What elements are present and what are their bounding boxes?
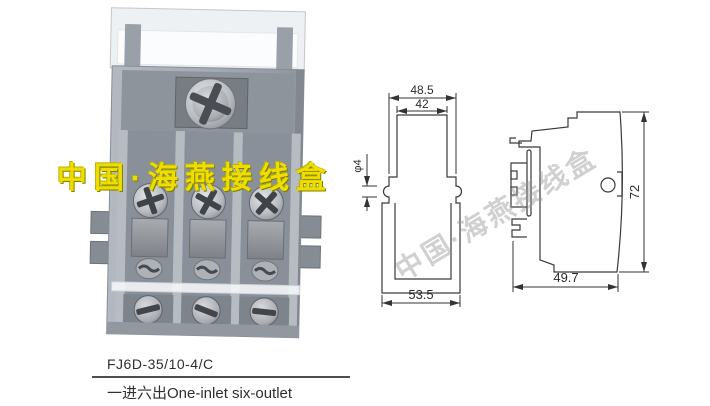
mounting-circle	[600, 177, 616, 193]
outlet-screws-row2	[135, 258, 279, 282]
front-inner-recess	[394, 203, 452, 280]
clear-strip	[111, 281, 301, 296]
side-tab-right	[299, 215, 322, 269]
dimension-label-width-inner: 42	[415, 97, 429, 111]
din-rail-clip	[509, 137, 532, 238]
dimension-label-width-outer: 48.5	[410, 83, 434, 97]
product-photo	[89, 7, 322, 339]
product-code: FJ6D-35/10-4/C	[107, 356, 214, 372]
front-view-drawing: 48.5 42 φ4 53.5	[352, 83, 463, 307]
clear-cover	[109, 7, 306, 73]
dimension-label-notch-dia: φ4	[352, 159, 364, 172]
outlet-screws-row1	[132, 183, 284, 221]
caption-block: FJ6D-35/10-4/C 一进六出One-inlet six-outlet	[92, 356, 362, 403]
outlet-screws-row3	[122, 294, 290, 332]
caption-divider	[92, 376, 350, 378]
product-description: 一进六出One-inlet six-outlet	[107, 385, 293, 402]
dimension-label-height: 72	[627, 185, 642, 199]
main-inlet-screw	[184, 78, 236, 130]
side-latch	[617, 171, 623, 197]
clamp-blocks	[130, 217, 285, 260]
side-view-drawing: 72 49.7	[509, 111, 649, 292]
dimension-label-depth: 49.7	[553, 270, 578, 285]
front-profile-outline	[381, 114, 463, 294]
side-profile-outline	[518, 111, 623, 273]
dimension-label-width-bottom: 53.5	[408, 287, 433, 302]
